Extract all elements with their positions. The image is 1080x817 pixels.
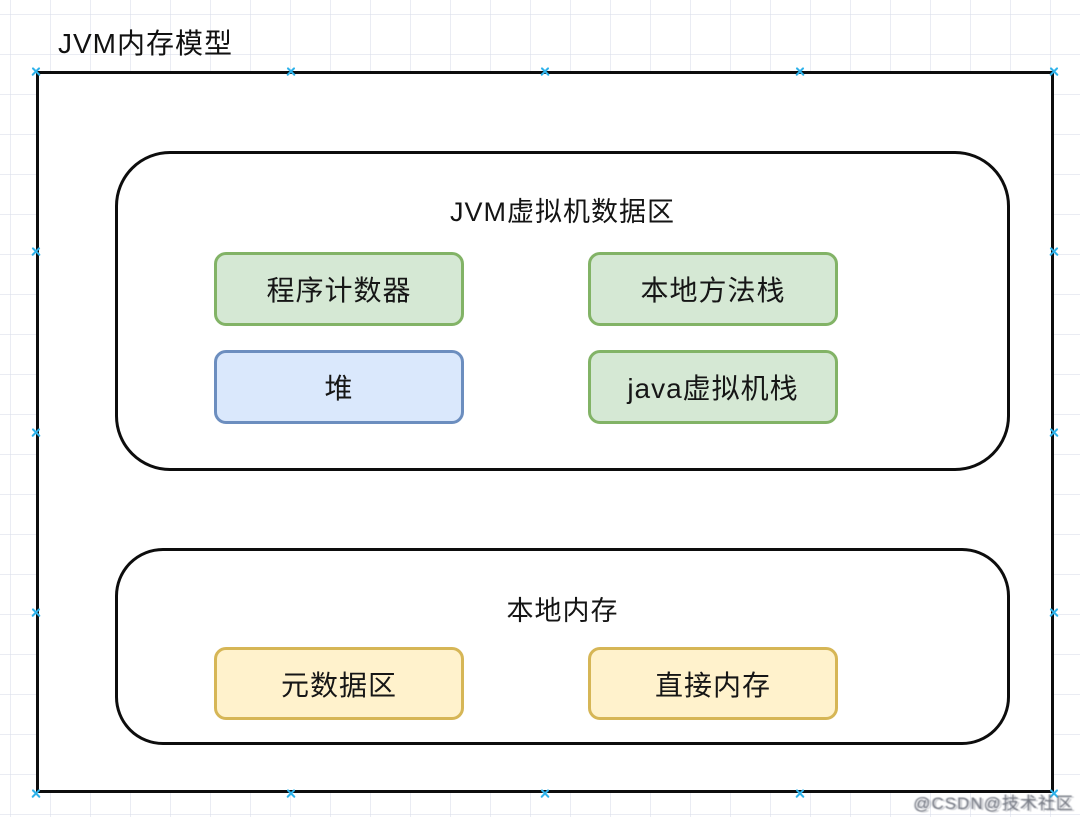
node-direct-memory[interactable]: 直接内存 — [588, 647, 838, 720]
selection-handle[interactable] — [1049, 246, 1060, 257]
node-heap-label: 堆 — [324, 373, 354, 404]
selection-handle[interactable] — [285, 788, 296, 799]
node-native-method-stack-label: 本地方法栈 — [640, 275, 786, 306]
node-direct-memory-label: 直接内存 — [654, 669, 771, 701]
selection-handle[interactable] — [1049, 607, 1060, 618]
group-jvm-runtime-data-area[interactable]: JVM虚拟机数据区 程序计数器 本地方法栈 堆 java虚拟机栈 — [115, 151, 1010, 471]
group-jvm-runtime-data-area-title: JVM虚拟机数据区 — [450, 197, 675, 227]
node-java-vm-stack[interactable]: java虚拟机栈 — [588, 350, 838, 424]
outer-selected-rectangle[interactable]: JVM虚拟机数据区 程序计数器 本地方法栈 堆 java虚拟机栈 本地内存 元数… — [36, 71, 1054, 793]
node-metaspace-label: 元数据区 — [280, 669, 397, 701]
watermark: @CSDN@技术社区 — [913, 794, 1074, 813]
selection-handle[interactable] — [285, 66, 296, 77]
node-program-counter-label: 程序计数器 — [266, 275, 412, 306]
selection-handle[interactable] — [31, 246, 42, 257]
page-title: JVM内存模型 — [58, 28, 234, 59]
selection-handle[interactable] — [31, 66, 42, 77]
selection-handle[interactable] — [31, 427, 42, 438]
selection-handle[interactable] — [794, 66, 805, 77]
selection-handle[interactable] — [540, 66, 551, 77]
node-java-vm-stack-label: java虚拟机栈 — [627, 373, 799, 404]
node-native-method-stack[interactable]: 本地方法栈 — [588, 252, 838, 326]
selection-handle[interactable] — [540, 788, 551, 799]
node-metaspace[interactable]: 元数据区 — [214, 647, 464, 720]
selection-handle[interactable] — [1049, 66, 1060, 77]
group-native-memory-title: 本地内存 — [506, 596, 619, 626]
node-heap[interactable]: 堆 — [214, 350, 464, 424]
selection-handle[interactable] — [1049, 427, 1060, 438]
selection-handle[interactable] — [794, 788, 805, 799]
selection-handle[interactable] — [31, 607, 42, 618]
node-program-counter[interactable]: 程序计数器 — [214, 252, 464, 326]
selection-handle[interactable] — [31, 788, 42, 799]
group-native-memory[interactable]: 本地内存 元数据区 直接内存 — [115, 548, 1010, 745]
